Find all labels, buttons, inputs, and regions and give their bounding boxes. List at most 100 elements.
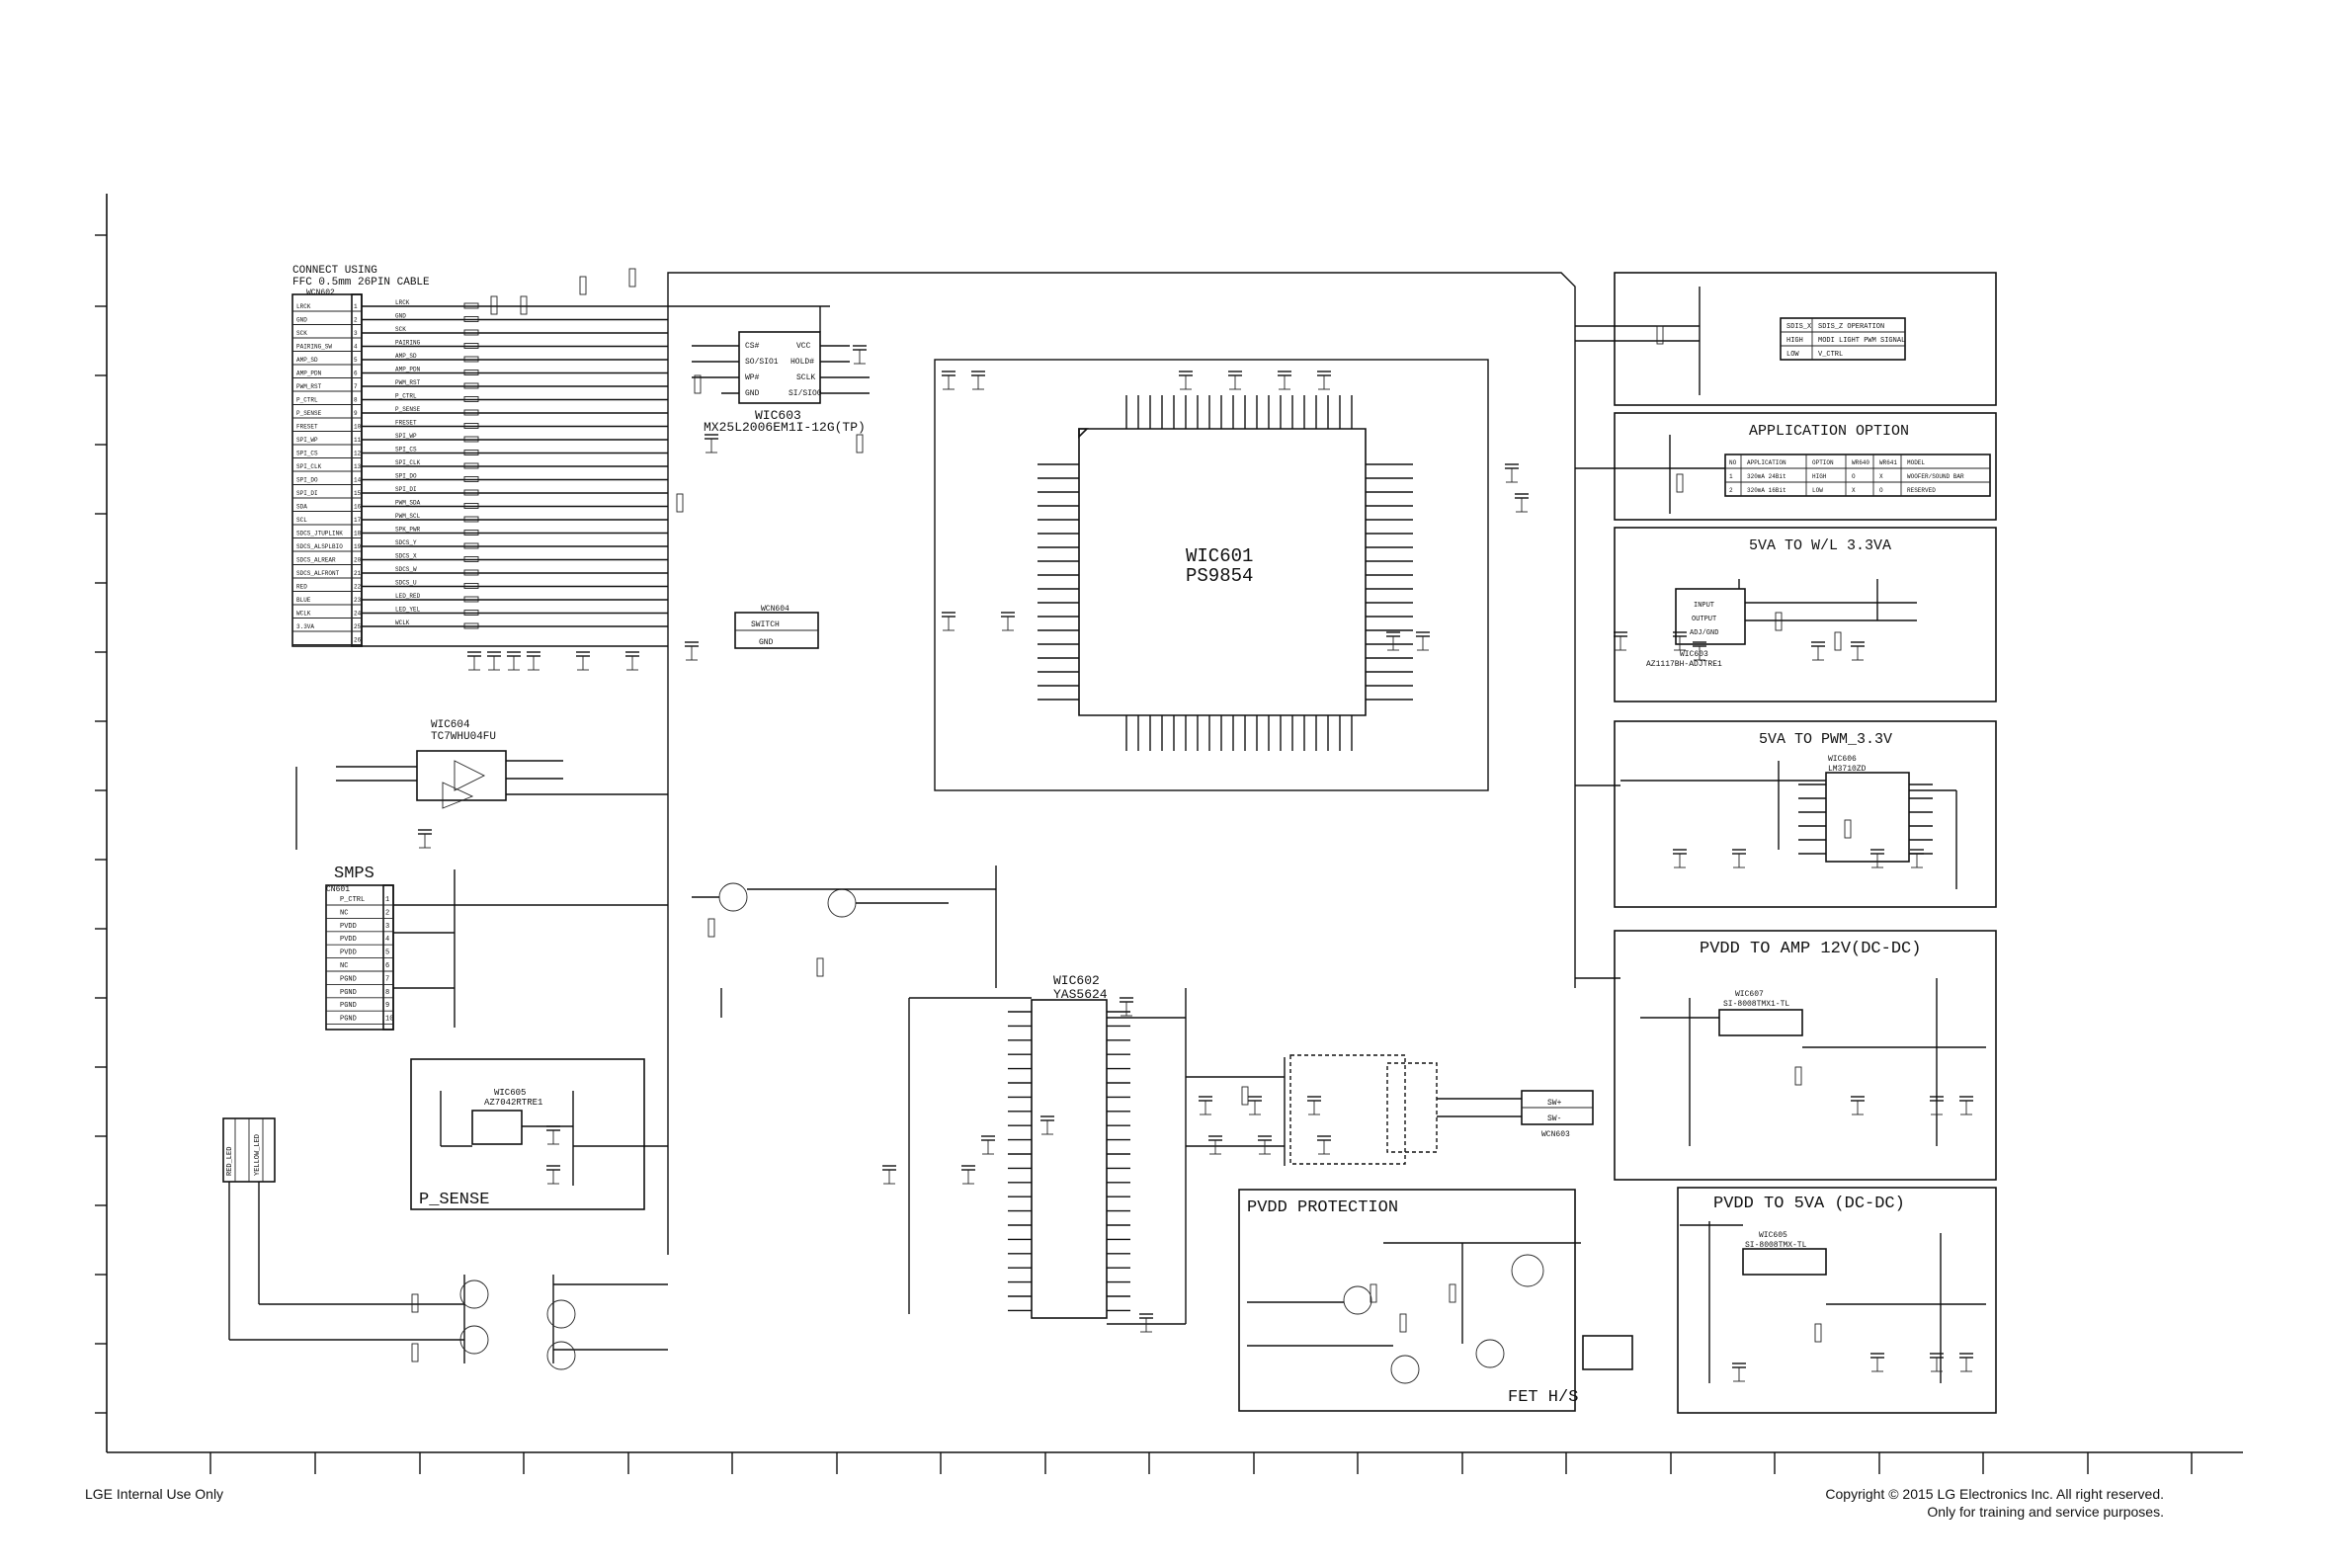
connector-pin-number: 21 <box>354 570 362 577</box>
table-cell: LOW <box>1812 487 1823 494</box>
svg-text:RED_LED: RED_LED <box>226 1147 234 1176</box>
connector-net-label: AMP_PDN <box>395 367 421 373</box>
svg-text:P_SENSE: P_SENSE <box>419 1191 489 1209</box>
main-dsp-ic: WIC601 PS9854 <box>934 359 1489 791</box>
pvdd-5va-block: PVDD TO 5VA (DC-DC) WIC605 SI-8008TMX-TL <box>1677 1187 1997 1414</box>
smps-pin-label: PVDD <box>340 923 357 931</box>
connector-pin-number: 2 <box>354 317 358 324</box>
connector-wcn602: CONNECT USING FFC 0.5mm 26PIN CABLE WCN6… <box>291 265 668 647</box>
series-resistor <box>463 489 479 496</box>
footer-right-line2: Only for training and service purposes. <box>1927 1504 2164 1520</box>
table-cell: X <box>1879 473 1883 480</box>
connector-net-label: PWM_SDA <box>395 500 421 507</box>
amp-ic: WIC602 YAS5624 <box>908 973 1187 1325</box>
connector-pin-label: RED <box>296 584 307 591</box>
connector-net-label: SCK <box>395 326 406 333</box>
connector-pin-number: 24 <box>354 611 362 618</box>
svg-text:GND: GND <box>759 638 774 647</box>
table-cell: O <box>1852 473 1856 480</box>
svg-text:WIC604: WIC604 <box>431 719 470 731</box>
svg-text:WCN604: WCN604 <box>761 605 789 614</box>
smps-pin-label: PGND <box>340 1002 357 1010</box>
svg-text:SI-8008TMX1-TL: SI-8008TMX1-TL <box>1723 1000 1789 1009</box>
output-filter <box>1186 1054 1522 1166</box>
table-cell: 2 <box>1729 487 1733 494</box>
resistor <box>1656 325 1664 345</box>
series-resistor <box>463 622 479 629</box>
svg-text:LM3710ZD: LM3710ZD <box>1828 765 1867 774</box>
series-resistor <box>463 356 479 363</box>
svg-text:YELLOW_LED: YELLOW_LED <box>254 1134 262 1176</box>
connector-pin-label: PWM_RST <box>296 383 322 390</box>
connector-net-label: P_CTRL <box>395 393 417 400</box>
led-board: RED_LED YELLOW_LED <box>222 1117 668 1370</box>
resistor <box>520 295 528 315</box>
svg-text:CN601: CN601 <box>326 885 350 894</box>
series-resistor <box>463 569 479 576</box>
table-cell: O <box>1879 487 1883 494</box>
svg-text:SW-: SW- <box>1547 1114 1561 1123</box>
amp-transistors <box>692 866 997 1018</box>
smps-pin-label: PVDD <box>340 936 357 944</box>
smps-pin-number: 1 <box>385 896 389 904</box>
connector-pin-number: 22 <box>354 584 362 591</box>
svg-text:SMPS: SMPS <box>334 865 374 883</box>
resistor <box>856 434 864 454</box>
connector-net-label: PWM_RST <box>395 379 421 386</box>
resistor <box>1834 631 1842 651</box>
connector-net-label: SPI_DO <box>395 473 417 480</box>
connector-pin-label: P_SENSE <box>296 410 322 417</box>
resistor <box>1241 1086 1249 1106</box>
connector-pin-label: SPI_DO <box>296 477 318 484</box>
connector-pin-number: 1 <box>354 303 358 310</box>
smps-pin-number: 5 <box>385 949 389 957</box>
svg-text:5VA TO PWM_3.3V: 5VA TO PWM_3.3V <box>1759 731 1892 748</box>
resistor <box>1814 1323 1822 1343</box>
svg-text:YAS5624: YAS5624 <box>1053 987 1108 1002</box>
smps-pin-number: 10 <box>385 1016 393 1024</box>
connector-pin-number: 17 <box>354 517 362 524</box>
resistor <box>1676 473 1684 493</box>
resistor <box>816 957 824 977</box>
connector-net-label: SDCS_Y <box>395 539 417 546</box>
svg-text:PVDD TO 5VA (DC-DC): PVDD TO 5VA (DC-DC) <box>1713 1195 1905 1213</box>
connector-net-label: SPK_PWR <box>395 527 421 534</box>
svg-text:FFC 0.5mm 26PIN CABLE: FFC 0.5mm 26PIN CABLE <box>292 277 430 289</box>
table-cell: X <box>1852 487 1856 494</box>
connector-pin-number: 25 <box>354 623 362 630</box>
series-resistor <box>463 583 479 589</box>
buffer-ic: WIC604 TC7WHU04FU <box>295 719 668 850</box>
svg-text:WIC605: WIC605 <box>1759 1231 1787 1240</box>
svg-text:PVDD PROTECTION: PVDD PROTECTION <box>1247 1198 1398 1217</box>
connector-pin-number: 3 <box>354 330 358 337</box>
pwm-33-block: 5VA TO PWM_3.3V WIC606 LM3710ZD <box>1614 720 1997 908</box>
connector-pin-label: SDA <box>296 504 307 511</box>
svg-text:WIC607: WIC607 <box>1735 990 1764 999</box>
resistor <box>694 374 702 394</box>
smps-pin-label: P_CTRL <box>340 896 365 904</box>
svg-text:AZ1117BH-ADJTRE1: AZ1117BH-ADJTRE1 <box>1646 660 1722 669</box>
smps-pin-label: NC <box>340 962 348 970</box>
pvdd-amp-block: PVDD TO AMP 12V(DC-DC) WIC607 SI-8008TMX… <box>1614 930 1997 1181</box>
svg-text:HIGH: HIGH <box>1786 337 1803 345</box>
svg-text:5VA TO W/L 3.3VA: 5VA TO W/L 3.3VA <box>1749 537 1891 554</box>
footer-left: LGE Internal Use Only <box>85 1486 224 1502</box>
table-cell: WOOFER/SOUND BAR <box>1907 473 1964 480</box>
series-resistor <box>463 530 479 536</box>
connector-pin-label: SDCS_JTUPLINK <box>296 531 343 537</box>
connector-pin-label: PAIRING_SW <box>296 344 332 351</box>
resistor <box>1399 1313 1407 1333</box>
series-resistor <box>463 329 479 336</box>
table-cell: 320mA 24Bit <box>1747 473 1786 480</box>
table-cell: 320mA 16Bit <box>1747 487 1786 494</box>
connector-pin-label: FRESET <box>296 424 318 431</box>
svg-text:WCN603: WCN603 <box>1541 1130 1570 1139</box>
connector-pin-number: 13 <box>354 463 362 470</box>
connector-pin-number: 9 <box>354 410 358 417</box>
connector-pin-number: 16 <box>354 504 362 511</box>
table-header: WR640 <box>1852 459 1869 466</box>
